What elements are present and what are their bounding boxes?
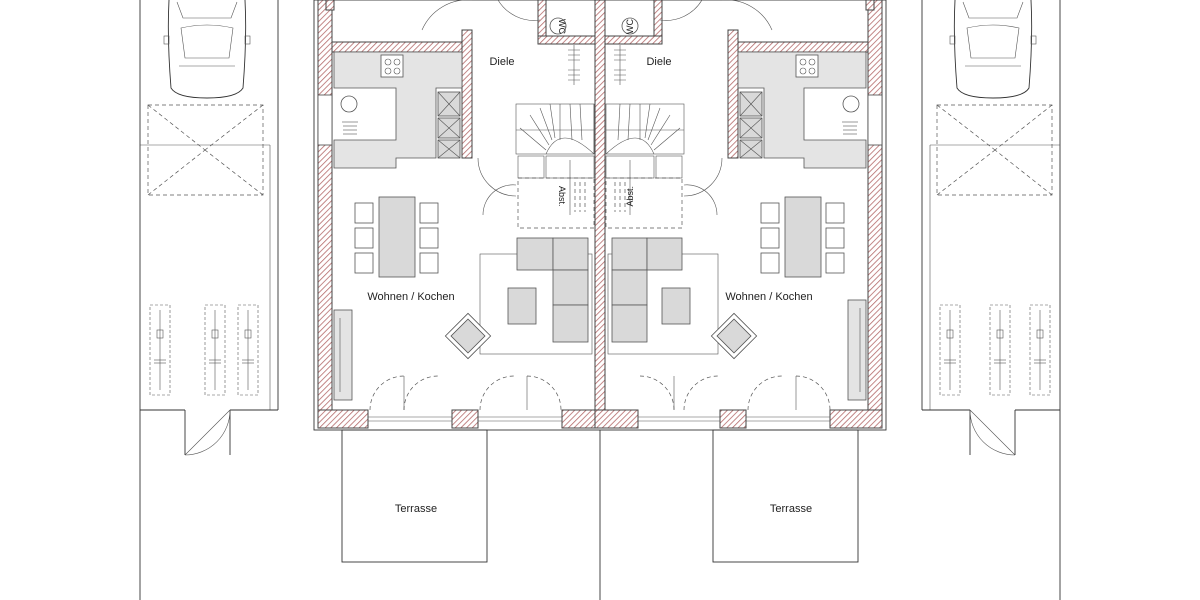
building-walls	[313, 0, 887, 431]
terrasse-label-left: Terrasse	[395, 503, 437, 515]
diele-label-left: Diele	[489, 56, 514, 68]
abst-label-right: Abst.	[625, 186, 635, 207]
terrace-left	[341, 429, 488, 563]
abst-label-left: Abst.	[557, 186, 567, 207]
car-icon	[163, 0, 251, 99]
room-labels: Diele Diele WC WC Wohnen / Kochen Wohnen…	[367, 19, 812, 515]
left-carport	[139, 0, 279, 600]
wohnen-kochen-label-left: Wohnen / Kochen	[367, 291, 454, 303]
car-icon	[949, 0, 1037, 99]
terrace-right	[712, 429, 859, 563]
left-unit	[333, 0, 773, 411]
diele-label-right: Diele	[646, 56, 671, 68]
wc-label-left: WC	[557, 19, 567, 34]
terrasse-label-right: Terrasse	[770, 503, 812, 515]
right-carport	[921, 0, 1061, 600]
terraces	[341, 429, 859, 600]
wohnen-kochen-label-right: Wohnen / Kochen	[725, 291, 812, 303]
wc-label-right: WC	[625, 19, 635, 34]
right-unit	[605, 17, 867, 411]
